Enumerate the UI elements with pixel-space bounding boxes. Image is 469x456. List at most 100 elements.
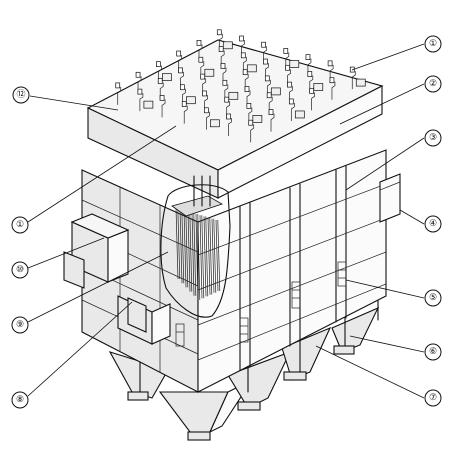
callout-label: ⑩ xyxy=(16,265,24,275)
callout-6: ⑥ xyxy=(424,343,442,361)
filter-bag xyxy=(183,210,187,288)
callout-label: ① xyxy=(16,220,24,230)
pulse-valve xyxy=(226,113,232,136)
pulse-valve xyxy=(285,64,291,88)
inlet-duct-upper-top xyxy=(70,213,130,239)
pulse-valve xyxy=(240,52,257,75)
pulse-valve xyxy=(305,54,312,77)
pulse-valve xyxy=(202,90,208,113)
pulse-valve xyxy=(196,40,203,63)
filter-bag-edge xyxy=(189,211,193,292)
hopper-outlet-2 xyxy=(237,401,261,411)
callout-5: ⑤ xyxy=(424,289,442,307)
filter-bag-edge xyxy=(205,216,209,297)
inlet-flange-lower xyxy=(127,297,147,333)
pulse-valve xyxy=(263,58,269,82)
filter-bag-bundle xyxy=(171,175,223,301)
filter-bag-edge xyxy=(177,207,181,280)
filter-bag-edge xyxy=(181,209,185,284)
pulse-valve xyxy=(349,66,366,90)
callout-1-top-right: ① xyxy=(424,35,442,53)
pulse-valve xyxy=(216,29,233,52)
pulse-valve xyxy=(156,61,172,84)
pulse-valve xyxy=(218,46,225,69)
pulse-valve xyxy=(268,109,275,132)
filter-bag xyxy=(207,217,211,295)
filter-bag xyxy=(203,216,207,297)
filter-bag xyxy=(211,218,215,293)
pulse-valve xyxy=(204,107,220,130)
callout-9: ⑨ xyxy=(11,316,29,334)
hopper-right-1 xyxy=(281,326,332,381)
filter-bag xyxy=(175,207,179,280)
filter-bag-edge xyxy=(209,217,213,295)
cutaway-filter-bags xyxy=(160,175,231,318)
callout-8: ⑧ xyxy=(11,391,29,409)
pulse-valve xyxy=(266,92,273,115)
pulse-valve xyxy=(246,103,263,126)
pulse-valve xyxy=(198,56,215,80)
pulse-valve xyxy=(283,48,300,71)
callout-label: ⑥ xyxy=(429,347,437,357)
callout-3: ③ xyxy=(424,129,442,147)
pulse-valve xyxy=(220,63,227,86)
outlet-duct-box xyxy=(379,173,401,223)
pulse-valve xyxy=(242,69,249,92)
pulse-valve xyxy=(239,35,245,59)
callout-10: ⑩ xyxy=(11,261,29,279)
callout-label: ⑧ xyxy=(16,395,24,405)
pulse-valve xyxy=(157,78,164,101)
callout-label: ⑫ xyxy=(16,89,25,100)
hopper-right-2 xyxy=(331,306,380,353)
callout-label: ⑨ xyxy=(16,320,24,330)
plenum-right-face xyxy=(217,85,383,199)
pulse-valve xyxy=(222,79,239,103)
hopper-outlet-3 xyxy=(283,371,307,381)
callout-label: ⑦ xyxy=(429,393,437,403)
filter-bag xyxy=(215,219,219,292)
hopper-outlet-1 xyxy=(187,431,211,441)
pulse-valve xyxy=(176,50,183,74)
callout-label: ④ xyxy=(429,219,437,229)
callout-4: ④ xyxy=(424,215,442,233)
filter-bag-edge xyxy=(217,219,221,292)
pulse-valve xyxy=(224,96,231,120)
pulse-valve xyxy=(244,86,251,109)
pulse-valve xyxy=(261,41,267,65)
pulse-valve xyxy=(309,87,315,111)
callout-12: ⑫ xyxy=(12,86,30,104)
pulse-valve xyxy=(307,71,324,94)
filter-bag xyxy=(199,215,203,299)
hoppers xyxy=(108,306,380,441)
ladders xyxy=(175,261,347,347)
pulse-valve xyxy=(181,101,188,124)
callout-2: ② xyxy=(424,75,442,93)
inlet-duct-upper-front xyxy=(107,229,129,283)
pulse-valve xyxy=(248,119,255,143)
pulse-valve xyxy=(288,98,305,121)
filter-bag xyxy=(179,209,183,284)
pulse-valve xyxy=(135,71,142,95)
callouts: ① ② ③ ④ ⑤ ⑥ ⑦ xyxy=(11,35,442,409)
pulse-valves xyxy=(115,29,366,143)
hopper-outlet-5 xyxy=(127,391,149,401)
hopper-front-mid xyxy=(227,351,292,409)
tube-sheet xyxy=(171,195,223,217)
pulse-valve xyxy=(180,84,196,107)
outlet-duct xyxy=(379,173,401,223)
pulse-valve xyxy=(178,67,184,90)
callout-label: ③ xyxy=(429,133,437,143)
callout-1-left: ① xyxy=(11,216,29,234)
pulse-valve xyxy=(200,73,207,97)
pulse-valve xyxy=(137,88,154,112)
inlet-flange-upper xyxy=(63,251,85,289)
cutaway-outline xyxy=(160,184,231,318)
filter-bag xyxy=(191,212,195,296)
callout-7: ⑦ xyxy=(424,389,442,407)
pulse-valve xyxy=(287,81,293,105)
pulse-valve xyxy=(264,75,281,98)
pulse-valve xyxy=(115,82,122,105)
filter-bag-edge xyxy=(193,212,197,296)
callout-label: ⑤ xyxy=(429,293,437,303)
